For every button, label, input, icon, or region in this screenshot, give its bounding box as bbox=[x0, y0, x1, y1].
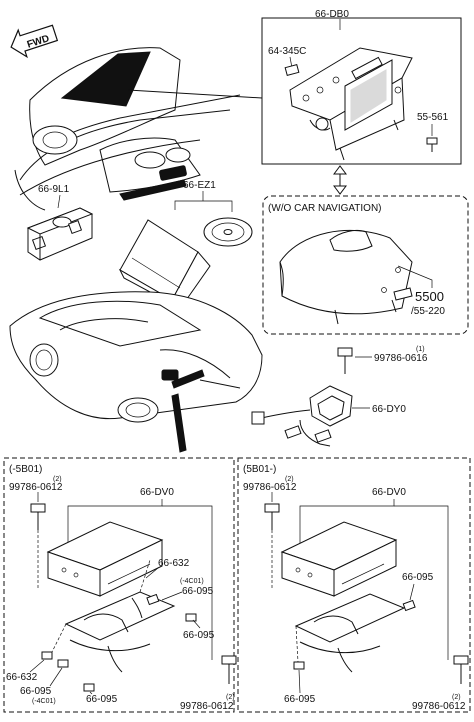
lid-part-label: 5500 bbox=[415, 289, 444, 304]
leader-boxes bbox=[171, 393, 187, 453]
lid-part-sub-label: /55-220 bbox=[411, 306, 445, 317]
left-095a-label: 66-095 bbox=[182, 586, 214, 597]
right-bolt-label: 99786-0612 bbox=[243, 482, 297, 493]
wo-nav-title: (W/O CAR NAVIGATION) bbox=[268, 203, 382, 214]
bolt-mid-icon bbox=[337, 347, 353, 374]
right-095b-label: 66-095 bbox=[284, 694, 316, 705]
right-095a-label: 66-095 bbox=[402, 572, 434, 583]
right-bracket-illustration bbox=[293, 593, 416, 673]
leader-nav bbox=[127, 89, 263, 99]
left-bolt-b-label: 99786-0612 bbox=[180, 701, 234, 712]
left-095c-label: 66-095 bbox=[20, 686, 52, 697]
manual-set-label: 66-EZ1 bbox=[183, 180, 216, 191]
bolt-mid-qty: (1) bbox=[416, 346, 425, 353]
right-bolt-b-icon bbox=[453, 655, 469, 684]
cd-disc-illustration bbox=[203, 217, 253, 247]
left-632b-label: 66-632 bbox=[6, 672, 38, 683]
left-bolt-qty: (2) bbox=[53, 476, 62, 483]
left-632a-label: 66-632 bbox=[158, 558, 190, 569]
right-bolt-qty: (2) bbox=[285, 476, 294, 483]
bolt-mid-label: 99786-0616 bbox=[374, 353, 428, 364]
leader-switch bbox=[119, 179, 187, 201]
nav-unit-frame bbox=[261, 17, 462, 165]
right-bolt-icon bbox=[264, 503, 280, 590]
left-4c01a-note: (-4C01) bbox=[180, 578, 204, 585]
left-bolt-label: 99786-0612 bbox=[9, 482, 63, 493]
left-095d-label: 66-095 bbox=[86, 694, 118, 705]
left-095b-label: 66-095 bbox=[183, 630, 215, 641]
left-bolt-b-qty: (2) bbox=[226, 694, 235, 701]
antenna-label: 66-DY0 bbox=[372, 404, 406, 415]
lid-illustration bbox=[279, 229, 413, 325]
left-config-title: (-5B01) bbox=[9, 464, 42, 475]
fwd-arrow-icon: FWD bbox=[10, 24, 59, 59]
nav-unit-illustration bbox=[284, 47, 413, 161]
right-av-unit-illustration bbox=[280, 521, 398, 597]
left-bracket-illustration bbox=[41, 559, 197, 692]
bolt-top-icon bbox=[426, 137, 438, 152]
switch-illustration bbox=[26, 207, 94, 261]
dashboard-illustration bbox=[14, 47, 241, 211]
leader-antenna bbox=[171, 369, 205, 389]
right-config-title: (5B01-) bbox=[243, 464, 276, 475]
right-config-frame bbox=[237, 457, 471, 713]
left-config-frame bbox=[3, 457, 235, 713]
bracket-clip-label: 64-345C bbox=[268, 46, 306, 57]
right-bolt-b-qty: (2) bbox=[452, 694, 461, 701]
right-bolt-b-label: 99786-0612 bbox=[412, 701, 466, 712]
car-illustration bbox=[9, 291, 263, 423]
double-arrow-icon bbox=[333, 165, 347, 195]
clip-icon bbox=[393, 287, 413, 301]
left-bolt-icon bbox=[30, 503, 46, 590]
left-bolt-b-icon bbox=[221, 655, 237, 684]
left-unit-label: 66-DV0 bbox=[140, 487, 174, 498]
bolt-top-label: 55-561 bbox=[417, 112, 449, 123]
left-av-unit-illustration bbox=[46, 521, 164, 597]
left-4c01b-note: (-4C01) bbox=[32, 698, 56, 705]
antenna-illustration bbox=[251, 385, 353, 447]
right-unit-label: 66-DV0 bbox=[372, 487, 406, 498]
switch-label: 66-9L1 bbox=[38, 184, 70, 195]
nav-unit-label: 66-DB0 bbox=[315, 9, 349, 20]
